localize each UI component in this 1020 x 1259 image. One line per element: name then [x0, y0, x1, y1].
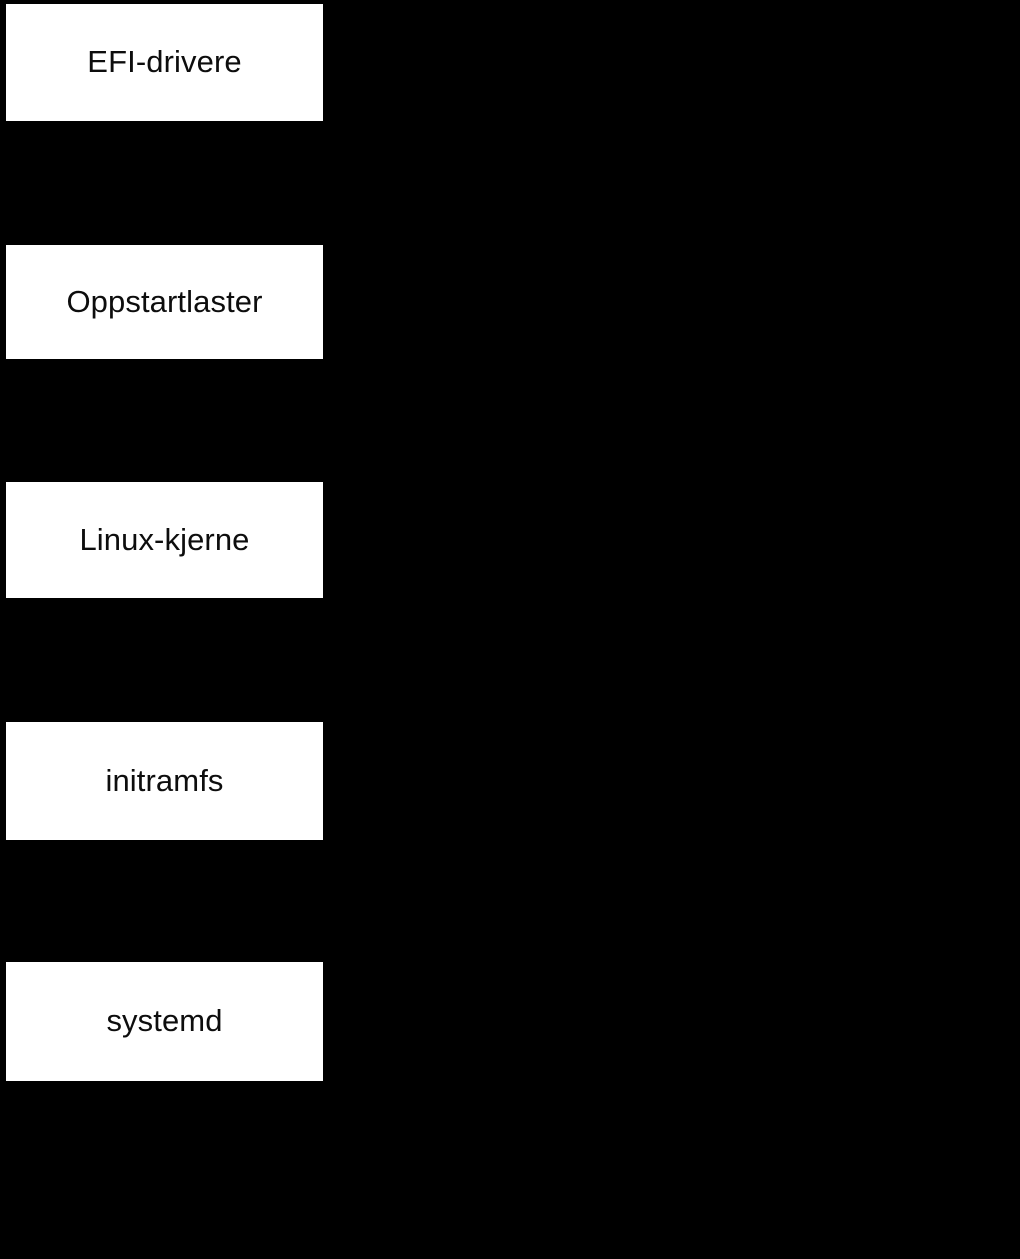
stage-label: systemd: [106, 1003, 223, 1038]
stage-box-initramfs[interactable]: initramfs: [6, 722, 323, 840]
stage-box-oppstartlaster[interactable]: Oppstartlaster: [6, 245, 323, 359]
stage-label: Oppstartlaster: [66, 283, 263, 319]
stage-box-systemd[interactable]: systemd: [6, 962, 323, 1081]
stage-label: initramfs: [105, 762, 224, 798]
stage-label: Linux-kjerne: [79, 521, 250, 557]
stage-label: EFI-drivere: [87, 44, 242, 79]
stage-box-efi-drivere[interactable]: EFI-drivere: [6, 4, 323, 121]
stage-box-linux-kjerne[interactable]: Linux-kjerne: [6, 482, 323, 598]
